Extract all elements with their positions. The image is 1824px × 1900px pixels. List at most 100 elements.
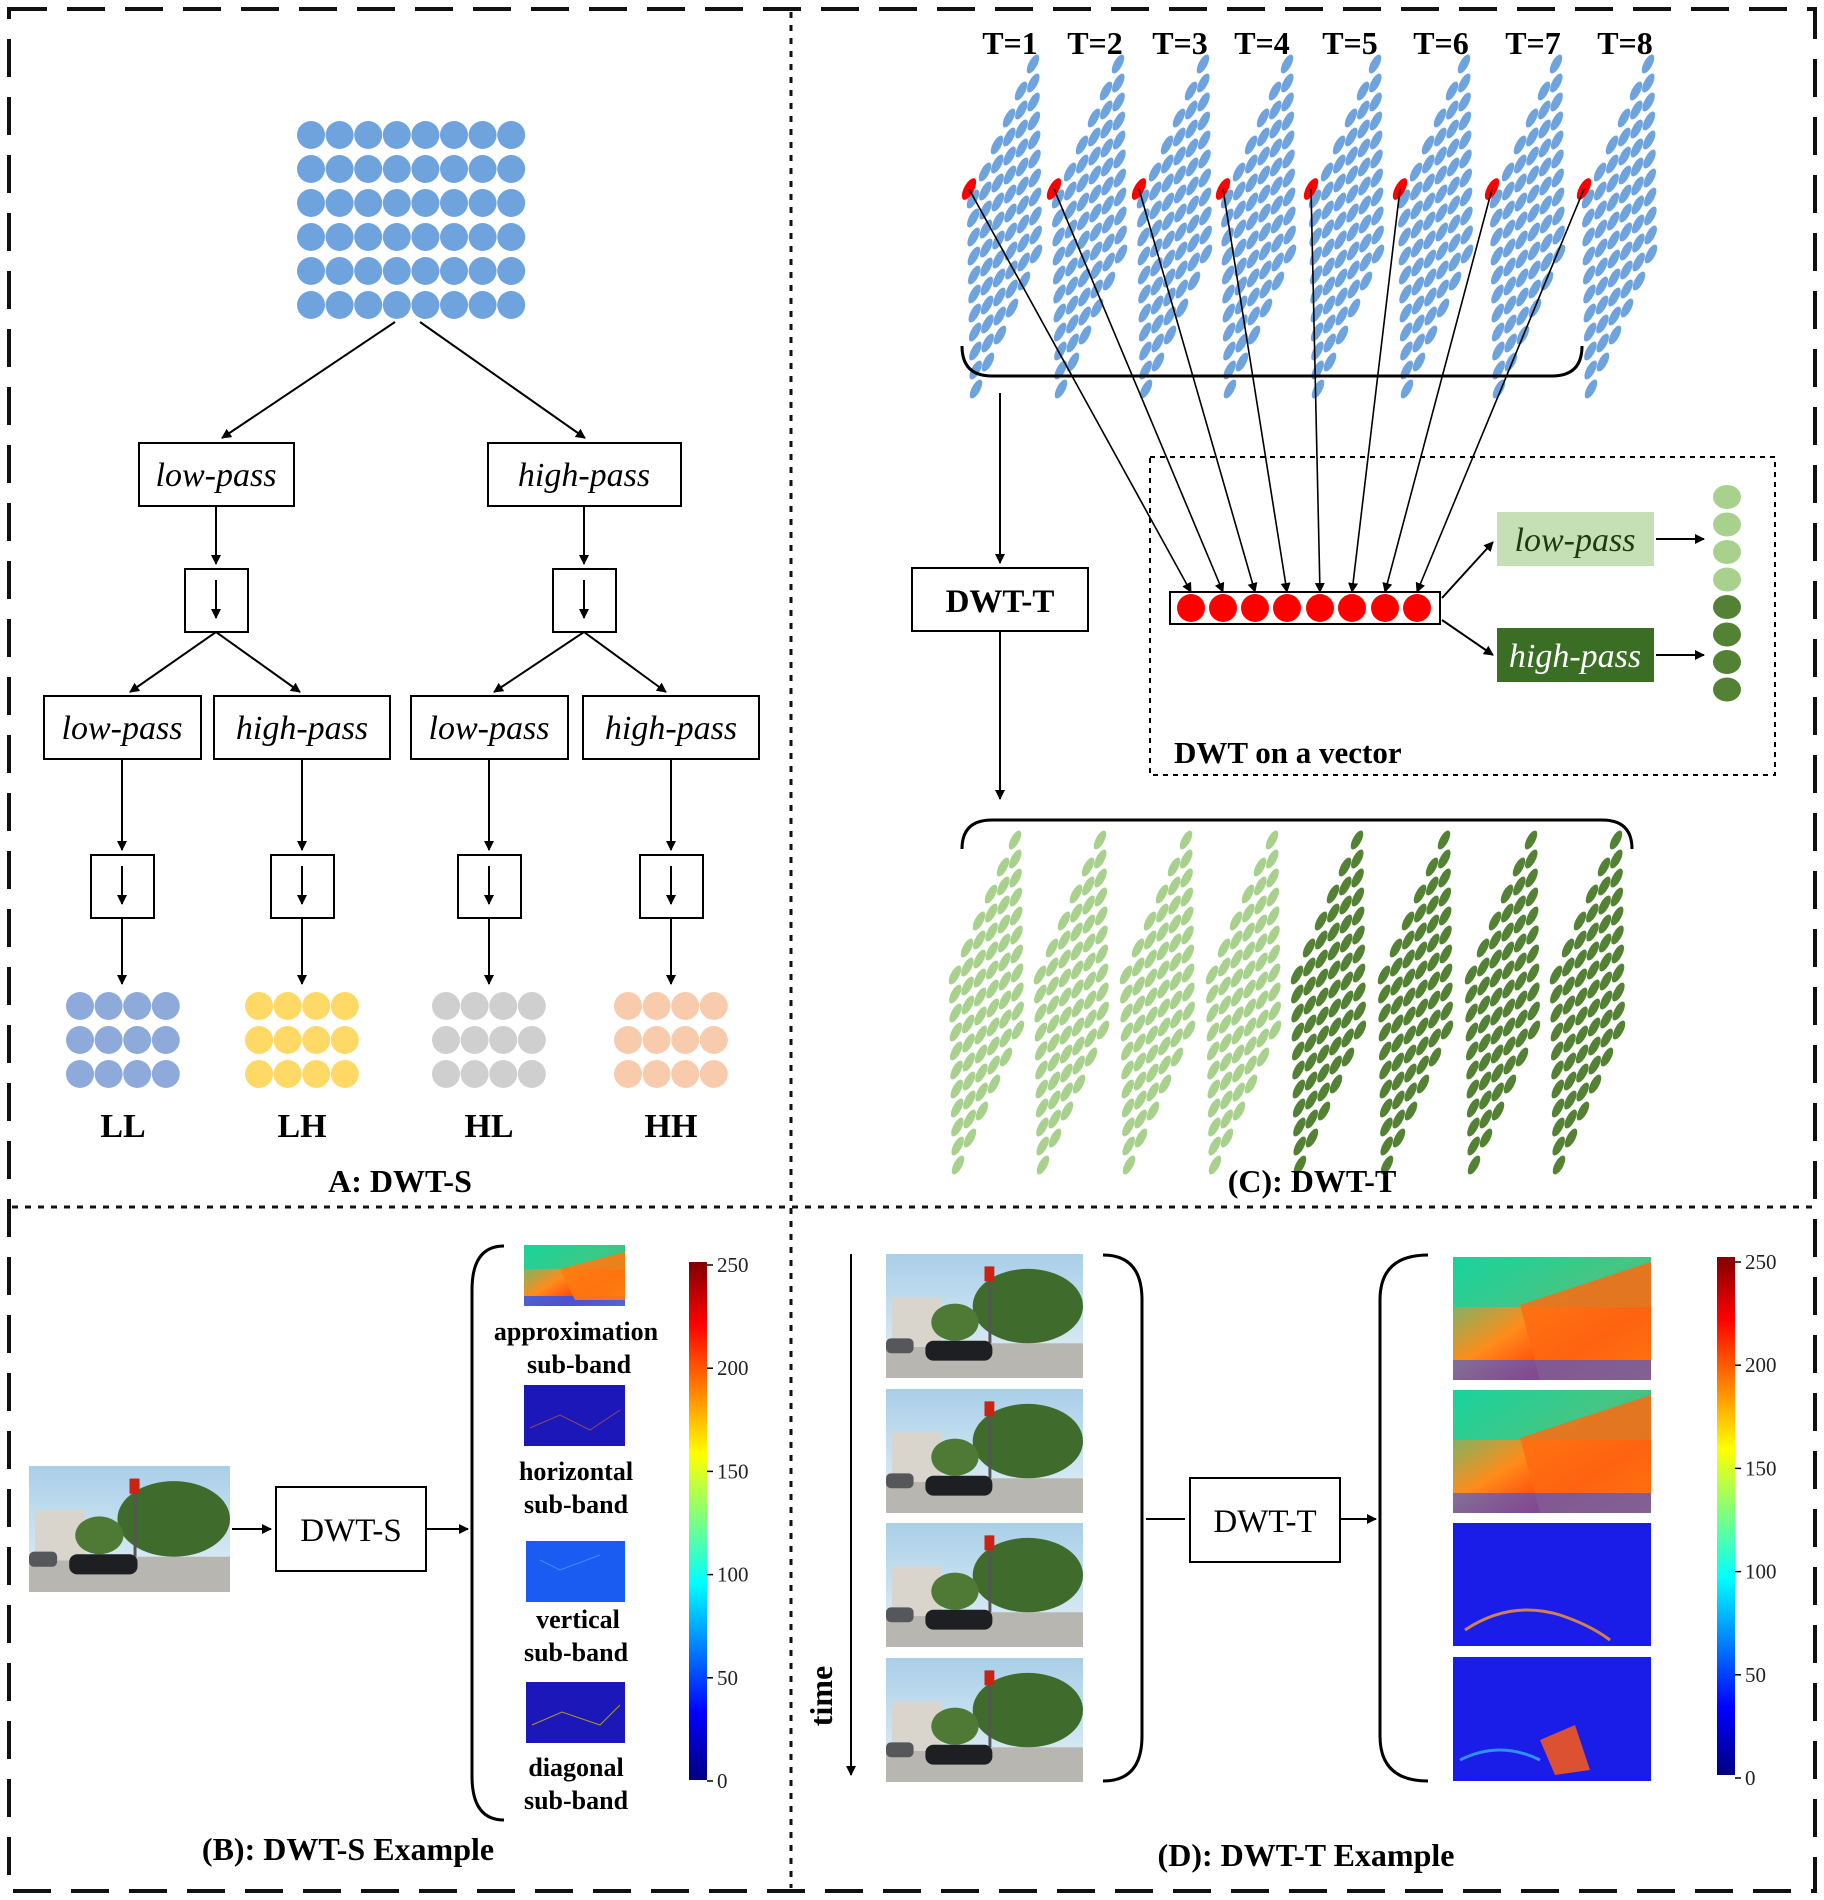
caption-panel-a: A: DWT-S: [328, 1163, 472, 1199]
colorbar-tick: 250: [1745, 1250, 1777, 1274]
low-pass-box-level1: low-pass: [138, 442, 295, 507]
svg-text:sub-band: sub-band: [524, 1786, 629, 1815]
subband-label-approximation: approximation sub-band: [494, 1317, 659, 1379]
grid-dot: [440, 189, 468, 217]
frame-label: T=8: [1597, 25, 1653, 61]
grid-dot: [411, 291, 440, 319]
horizontal-subband-image: [524, 1385, 625, 1446]
grid-dot: [325, 291, 354, 319]
band-label-lh: LH: [277, 1108, 326, 1145]
svg-text:sub-band: sub-band: [524, 1638, 629, 1667]
band-dot: [432, 1026, 460, 1054]
grid-dot: [325, 155, 354, 183]
output-frame: [1119, 830, 1196, 1175]
dwt-t-box: DWT-T: [911, 567, 1089, 632]
input-frame: [1051, 54, 1128, 399]
grid-dot: [382, 223, 411, 251]
band-label-hl: HL: [464, 1108, 513, 1145]
subband-brace: [470, 1244, 505, 1822]
panel-b: DWT-S approximation sub-band horizontal: [29, 1244, 749, 1867]
band-dot: [642, 1060, 671, 1088]
output-coefficient: [1713, 540, 1741, 564]
panel-a: low-pass high-pass low-pass high-pass: [43, 121, 760, 1199]
output-coefficient: [1713, 485, 1741, 509]
temporal-low-output-1: [1453, 1257, 1651, 1380]
grid-dot: [497, 121, 526, 149]
band-dot: [273, 1026, 302, 1054]
band-label-ll: LL: [100, 1108, 145, 1145]
band-dot: [460, 1026, 489, 1054]
band-dot: [151, 992, 180, 1020]
frames-brace: [1102, 1253, 1144, 1783]
panel-borders: [7, 7, 1817, 1893]
caption-panel-c: (C): DWT-T: [1228, 1163, 1397, 1199]
band-dot: [66, 1026, 94, 1054]
high-pass-box-lh: high-pass: [213, 695, 391, 760]
band-dot: [671, 1026, 700, 1054]
grid-dot: [382, 291, 411, 319]
output-coefficient: [1713, 595, 1741, 619]
frame-label: T=3: [1152, 25, 1208, 61]
inset-low-pass-box: low-pass: [1497, 512, 1654, 566]
band-dot: [699, 1060, 728, 1088]
band-dot: [489, 1026, 518, 1054]
input-frame: [1308, 54, 1385, 399]
band-dot: [123, 992, 152, 1020]
colorbar-tick: 250: [717, 1253, 749, 1277]
grid-dot: [468, 189, 497, 217]
input-frame: [1220, 54, 1297, 399]
grid-dot: [497, 257, 526, 285]
vector-element: [1338, 594, 1366, 622]
grid-dot: [468, 257, 497, 285]
output-frame: [1205, 830, 1282, 1175]
band-dot: [517, 992, 546, 1020]
time-label: time: [803, 1666, 839, 1726]
colorbar-tick: 150: [717, 1459, 749, 1483]
grid-dot: [354, 257, 383, 285]
band-dot: [94, 1060, 123, 1088]
grid-dot: [411, 121, 440, 149]
grid-dot: [354, 223, 383, 251]
grid-dot: [468, 121, 497, 149]
downsample-box-right: [552, 568, 617, 633]
band-dot: [642, 992, 671, 1020]
vector-element: [1403, 594, 1431, 622]
band-dot: [671, 992, 700, 1020]
svg-text:high-pass: high-pass: [518, 457, 650, 494]
grid-dot: [440, 257, 468, 285]
grid-dot: [440, 291, 468, 319]
grid-dot: [297, 291, 325, 319]
grid-dot: [411, 223, 440, 251]
band-dot: [302, 992, 331, 1020]
grid-dot: [354, 121, 383, 149]
band-dot: [517, 1060, 546, 1088]
panel-d: time DWT-T: [803, 1250, 1777, 1873]
svg-text:high-pass: high-pass: [236, 710, 368, 747]
grid-dot: [411, 189, 440, 217]
video-frame-4: [886, 1658, 1083, 1782]
frame-label: T=6: [1413, 25, 1469, 61]
grid-dot: [468, 223, 497, 251]
temporal-high-output-2: [1453, 1657, 1651, 1781]
temporal-high-output-1: [1453, 1523, 1651, 1646]
downsample-box-left: [184, 568, 249, 633]
caption-panel-d: (D): DWT-T Example: [1158, 1837, 1455, 1873]
band-dot: [432, 992, 460, 1020]
grid-dot: [297, 121, 325, 149]
band-label-hh: HH: [645, 1108, 698, 1145]
vector-element: [1209, 594, 1237, 622]
band-dot: [330, 992, 359, 1020]
input-feature-grid: [297, 121, 526, 319]
output-frame: [1033, 830, 1110, 1175]
band-dot: [614, 1060, 642, 1088]
output-frame: [1290, 830, 1367, 1175]
input-frame: [1397, 54, 1474, 399]
grid-dot: [297, 189, 325, 217]
subband-label-horizontal: horizontal sub-band: [519, 1457, 633, 1519]
output-frame: [1549, 830, 1626, 1175]
band-dot: [66, 992, 94, 1020]
frame-label: T=7: [1505, 25, 1561, 61]
frame-label: T=1: [982, 25, 1038, 61]
top-brace: [960, 345, 1584, 378]
svg-text:low-pass: low-pass: [156, 457, 277, 494]
